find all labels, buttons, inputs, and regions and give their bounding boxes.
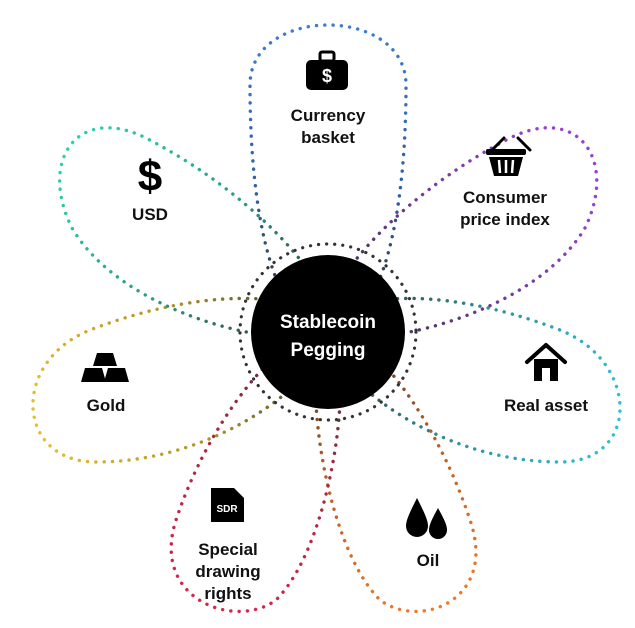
sdr-document-icon: SDR xyxy=(211,488,244,522)
label-sdr-line-2: drawing xyxy=(195,562,260,581)
dollar-sign-icon: $ xyxy=(138,152,162,201)
hub-title-line-1: Stablecoin xyxy=(280,312,376,333)
sdr-icon-text: SDR xyxy=(216,504,238,515)
label-gold: Gold xyxy=(87,396,126,415)
label-currency-basket-line-1: Currency xyxy=(291,106,366,125)
petal-gold xyxy=(31,296,330,464)
money-bag-icon: $ xyxy=(306,50,348,90)
hub-circle xyxy=(251,255,405,409)
petal-usd xyxy=(58,126,333,340)
label-consumer-price-index-line-1: Consumer xyxy=(463,188,547,207)
petal-real-asset xyxy=(326,296,622,464)
petal-special-drawing-rights xyxy=(169,328,343,614)
petal-currency-basket xyxy=(248,23,408,334)
hub-title-line-2: Pegging xyxy=(291,340,366,361)
basket-icon xyxy=(486,136,532,176)
label-real-asset: Real asset xyxy=(504,396,588,415)
label-oil: Oil xyxy=(417,551,440,570)
petal-oil xyxy=(313,329,478,614)
label-sdr-line-1: Special xyxy=(198,540,258,559)
label-currency-basket-line-2: basket xyxy=(301,128,355,147)
hub-dotted-ring xyxy=(238,242,418,422)
gold-bars-icon xyxy=(81,353,129,382)
house-icon xyxy=(525,343,567,381)
label-consumer-price-index-line-2: price index xyxy=(460,210,550,229)
petal-consumer-price-index xyxy=(323,126,599,340)
label-usd: USD xyxy=(132,205,168,224)
oil-drops-icon xyxy=(406,498,447,539)
money-bag-dollar: $ xyxy=(322,66,332,86)
label-sdr-line-3: rights xyxy=(204,584,251,603)
